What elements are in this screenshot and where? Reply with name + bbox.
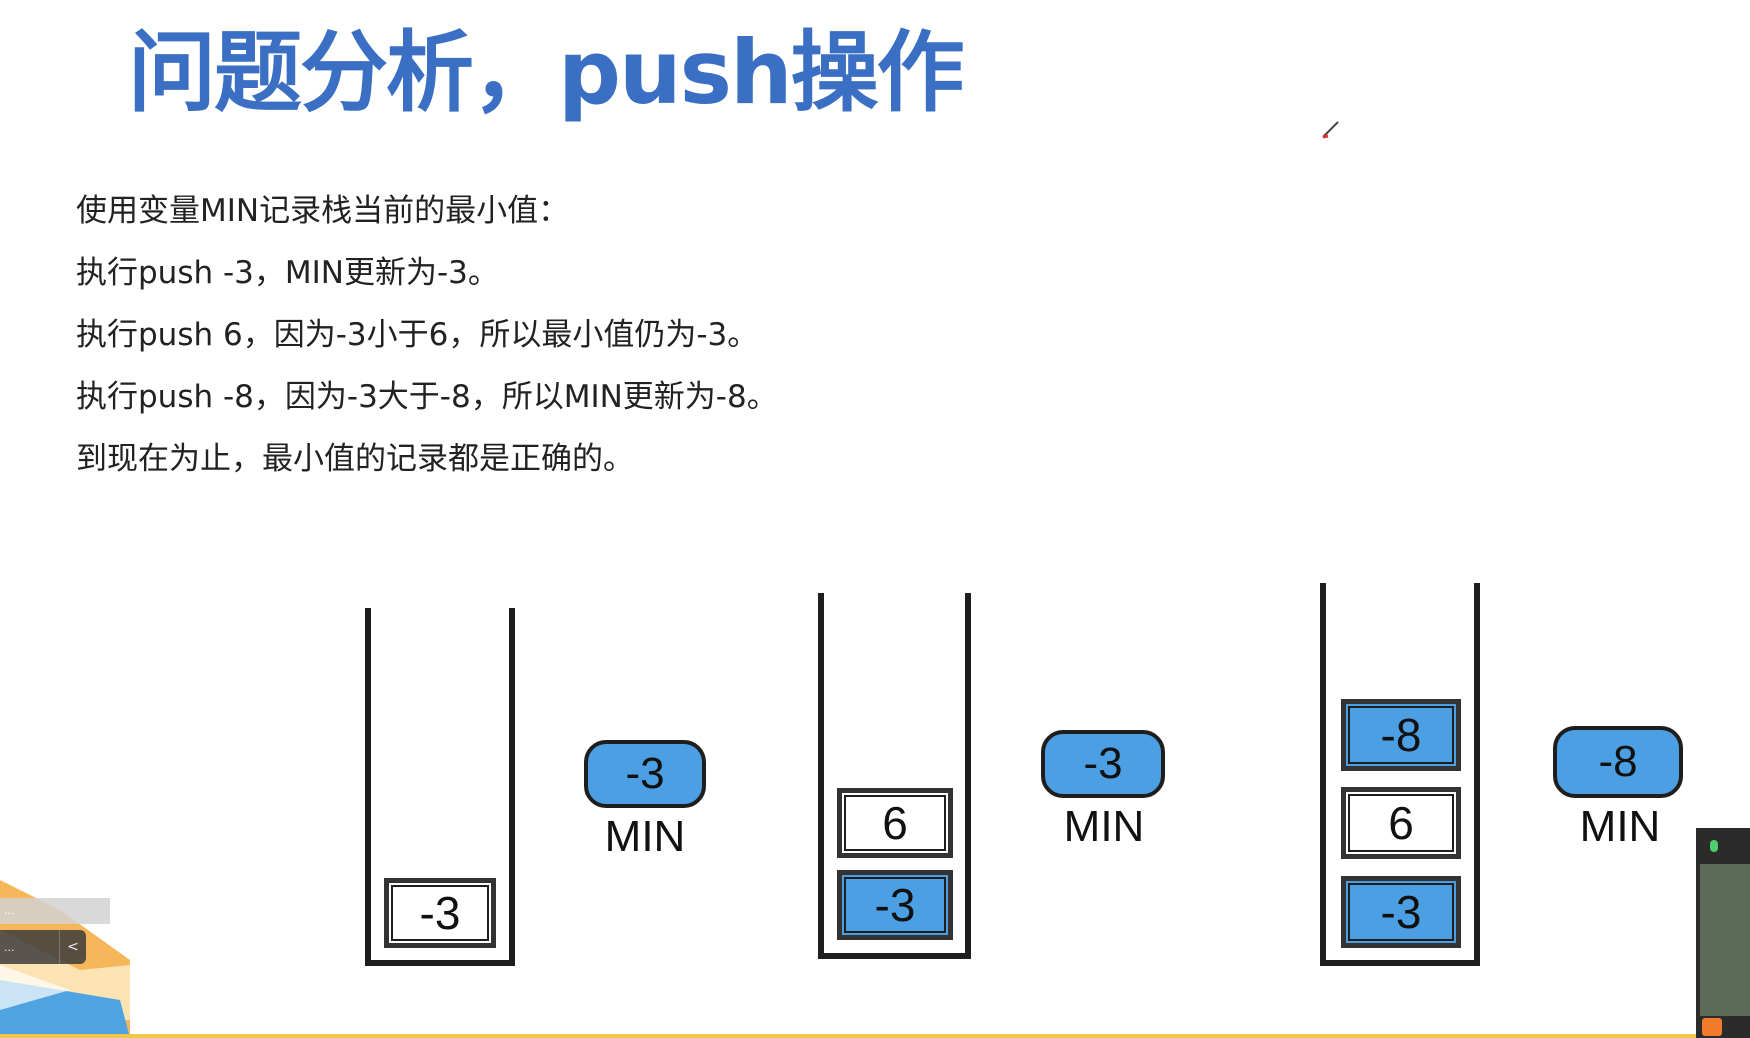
min-label: MIN [1063,802,1145,851]
min-label: MIN [604,812,686,861]
min-value-box: -3 [584,740,706,808]
bottom-accent-line [0,1034,1750,1038]
microphone-icon[interactable] [1710,840,1718,852]
toast-text: ... [4,940,15,954]
text-line: 执行push -3，MIN更新为-3。 [76,255,499,291]
stack-diagram-2 [818,593,971,959]
webcam-preview[interactable] [1696,828,1750,1038]
stack-cell: 6 [1341,787,1461,859]
slide-title: 问题分析，push操作 [128,21,965,124]
min-label: MIN [1579,802,1661,851]
pen-cursor-icon [1322,121,1339,139]
user-icon[interactable] [1702,1018,1722,1036]
collapsed-panel-toast[interactable]: ... < [0,930,86,964]
chevron-left-icon[interactable]: < [59,930,86,964]
text-line: 到现在为止，最小值的记录都是正确的。 [76,441,634,477]
webcam-video [1700,864,1750,1016]
stack-cell: -3 [1341,876,1461,948]
min-value-box: -8 [1553,726,1683,798]
stack-cell: 6 [837,788,953,858]
text-line: 执行push 6，因为-3小于6，所以最小值仍为-3。 [76,317,759,353]
text-line: 使用变量MIN记录栈当前的最小值： [76,193,570,229]
explanation-text: 使用变量MIN记录栈当前的最小值： 执行push -3，MIN更新为-3。 执行… [76,180,778,490]
text-line: 执行push -8，因为-3大于-8，所以MIN更新为-8。 [76,379,778,415]
min-value-box: -3 [1041,730,1165,798]
notification-toast[interactable]: ... [0,898,110,924]
stack-cell: -3 [837,870,953,940]
stack-diagram-1 [365,608,515,966]
stack-cell: -3 [384,878,496,948]
stack-diagram-3 [1320,583,1480,966]
stack-cell: -8 [1341,699,1461,771]
